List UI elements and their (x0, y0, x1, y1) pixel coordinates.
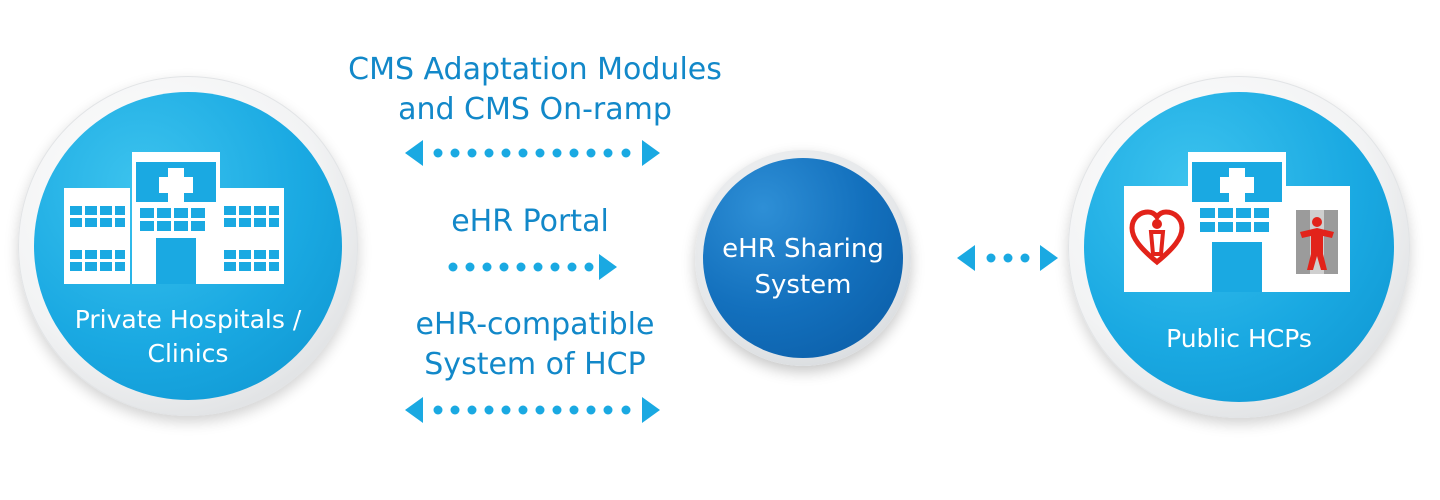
cms-adaptation-label: CMS Adaptation Modules and CMS On-ramp (348, 52, 722, 127)
ehr-sharing-system-disc (703, 158, 903, 358)
ehr-compatible-label: eHR-compatible System of HCP (415, 307, 655, 382)
ehr-sharing-system-label: eHR Sharing System (722, 234, 884, 300)
public-hospital-icon (1124, 152, 1350, 292)
heart-emblem-icon (1129, 209, 1185, 266)
hospital-building-icon (64, 152, 284, 284)
cms-bidirectional-arrow (405, 140, 660, 166)
public-hcps-label: Public HCPs (1166, 324, 1312, 353)
ehr-compatible-bidirectional-arrow (405, 397, 660, 423)
ehr-portal-label: eHR Portal (451, 204, 609, 239)
person-emblem-icon (1296, 210, 1338, 274)
private-hospitals-label: Private Hospitals / Clinics (74, 305, 302, 368)
ehr-to-public-bidirectional-arrow (957, 245, 1058, 271)
ehr-portal-right-arrow (448, 254, 617, 280)
